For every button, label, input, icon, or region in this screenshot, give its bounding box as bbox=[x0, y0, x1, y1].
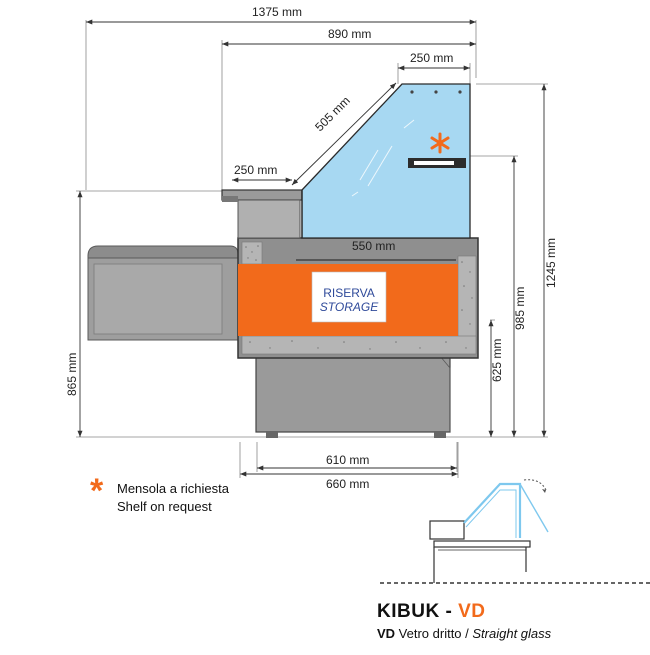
model-sub-it: Vetro dritto / bbox=[395, 626, 473, 641]
cabinet-base bbox=[255, 355, 451, 438]
dim-counter-height: 985 mm bbox=[513, 287, 527, 330]
dim-glass-slope: 505 mm bbox=[312, 94, 353, 135]
dim-top-width: 890 mm bbox=[328, 27, 371, 41]
speckle-texture bbox=[245, 245, 473, 350]
dim-total-width: 1375 mm bbox=[252, 5, 302, 19]
model-title: KIBUK - VD bbox=[377, 601, 485, 623]
extension-lines bbox=[76, 20, 548, 472]
side-extension-unit bbox=[87, 245, 241, 341]
dim-side-height: 865 mm bbox=[65, 353, 79, 396]
dim-glass-top: 250 mm bbox=[410, 51, 453, 65]
dim-total-height: 1245 mm bbox=[544, 238, 558, 288]
storage-label-line2: STORAGE bbox=[320, 300, 379, 314]
dim-depth-width: 660 mm bbox=[326, 477, 369, 491]
profile-pictogram bbox=[380, 479, 650, 584]
shelf-note-it: Mensola a richiesta bbox=[117, 481, 229, 496]
top-shelf bbox=[221, 189, 303, 239]
storage-label-line1: RISERVA bbox=[323, 286, 375, 300]
dim-shelf-width: 250 mm bbox=[234, 163, 277, 177]
dim-base-width: 610 mm bbox=[326, 453, 369, 467]
model-sub-en: Straight glass bbox=[472, 626, 552, 641]
glass-display bbox=[301, 83, 471, 239]
shelf-note-en: Shelf on request bbox=[117, 499, 212, 514]
model-subcode: VD bbox=[377, 626, 396, 641]
dim-base-height: 625 mm bbox=[490, 339, 504, 382]
model-code: VD bbox=[458, 601, 486, 622]
asterisk-icon: * bbox=[90, 472, 104, 510]
model-name: KIBUK - bbox=[377, 601, 459, 622]
shelf-asterisk-marker bbox=[430, 132, 450, 154]
storage-label: RISERVA STORAGE bbox=[311, 271, 387, 323]
dim-inner-width: 550 mm bbox=[352, 239, 395, 253]
model-subtitle: VD Vetro dritto / Straight glass bbox=[377, 626, 551, 641]
